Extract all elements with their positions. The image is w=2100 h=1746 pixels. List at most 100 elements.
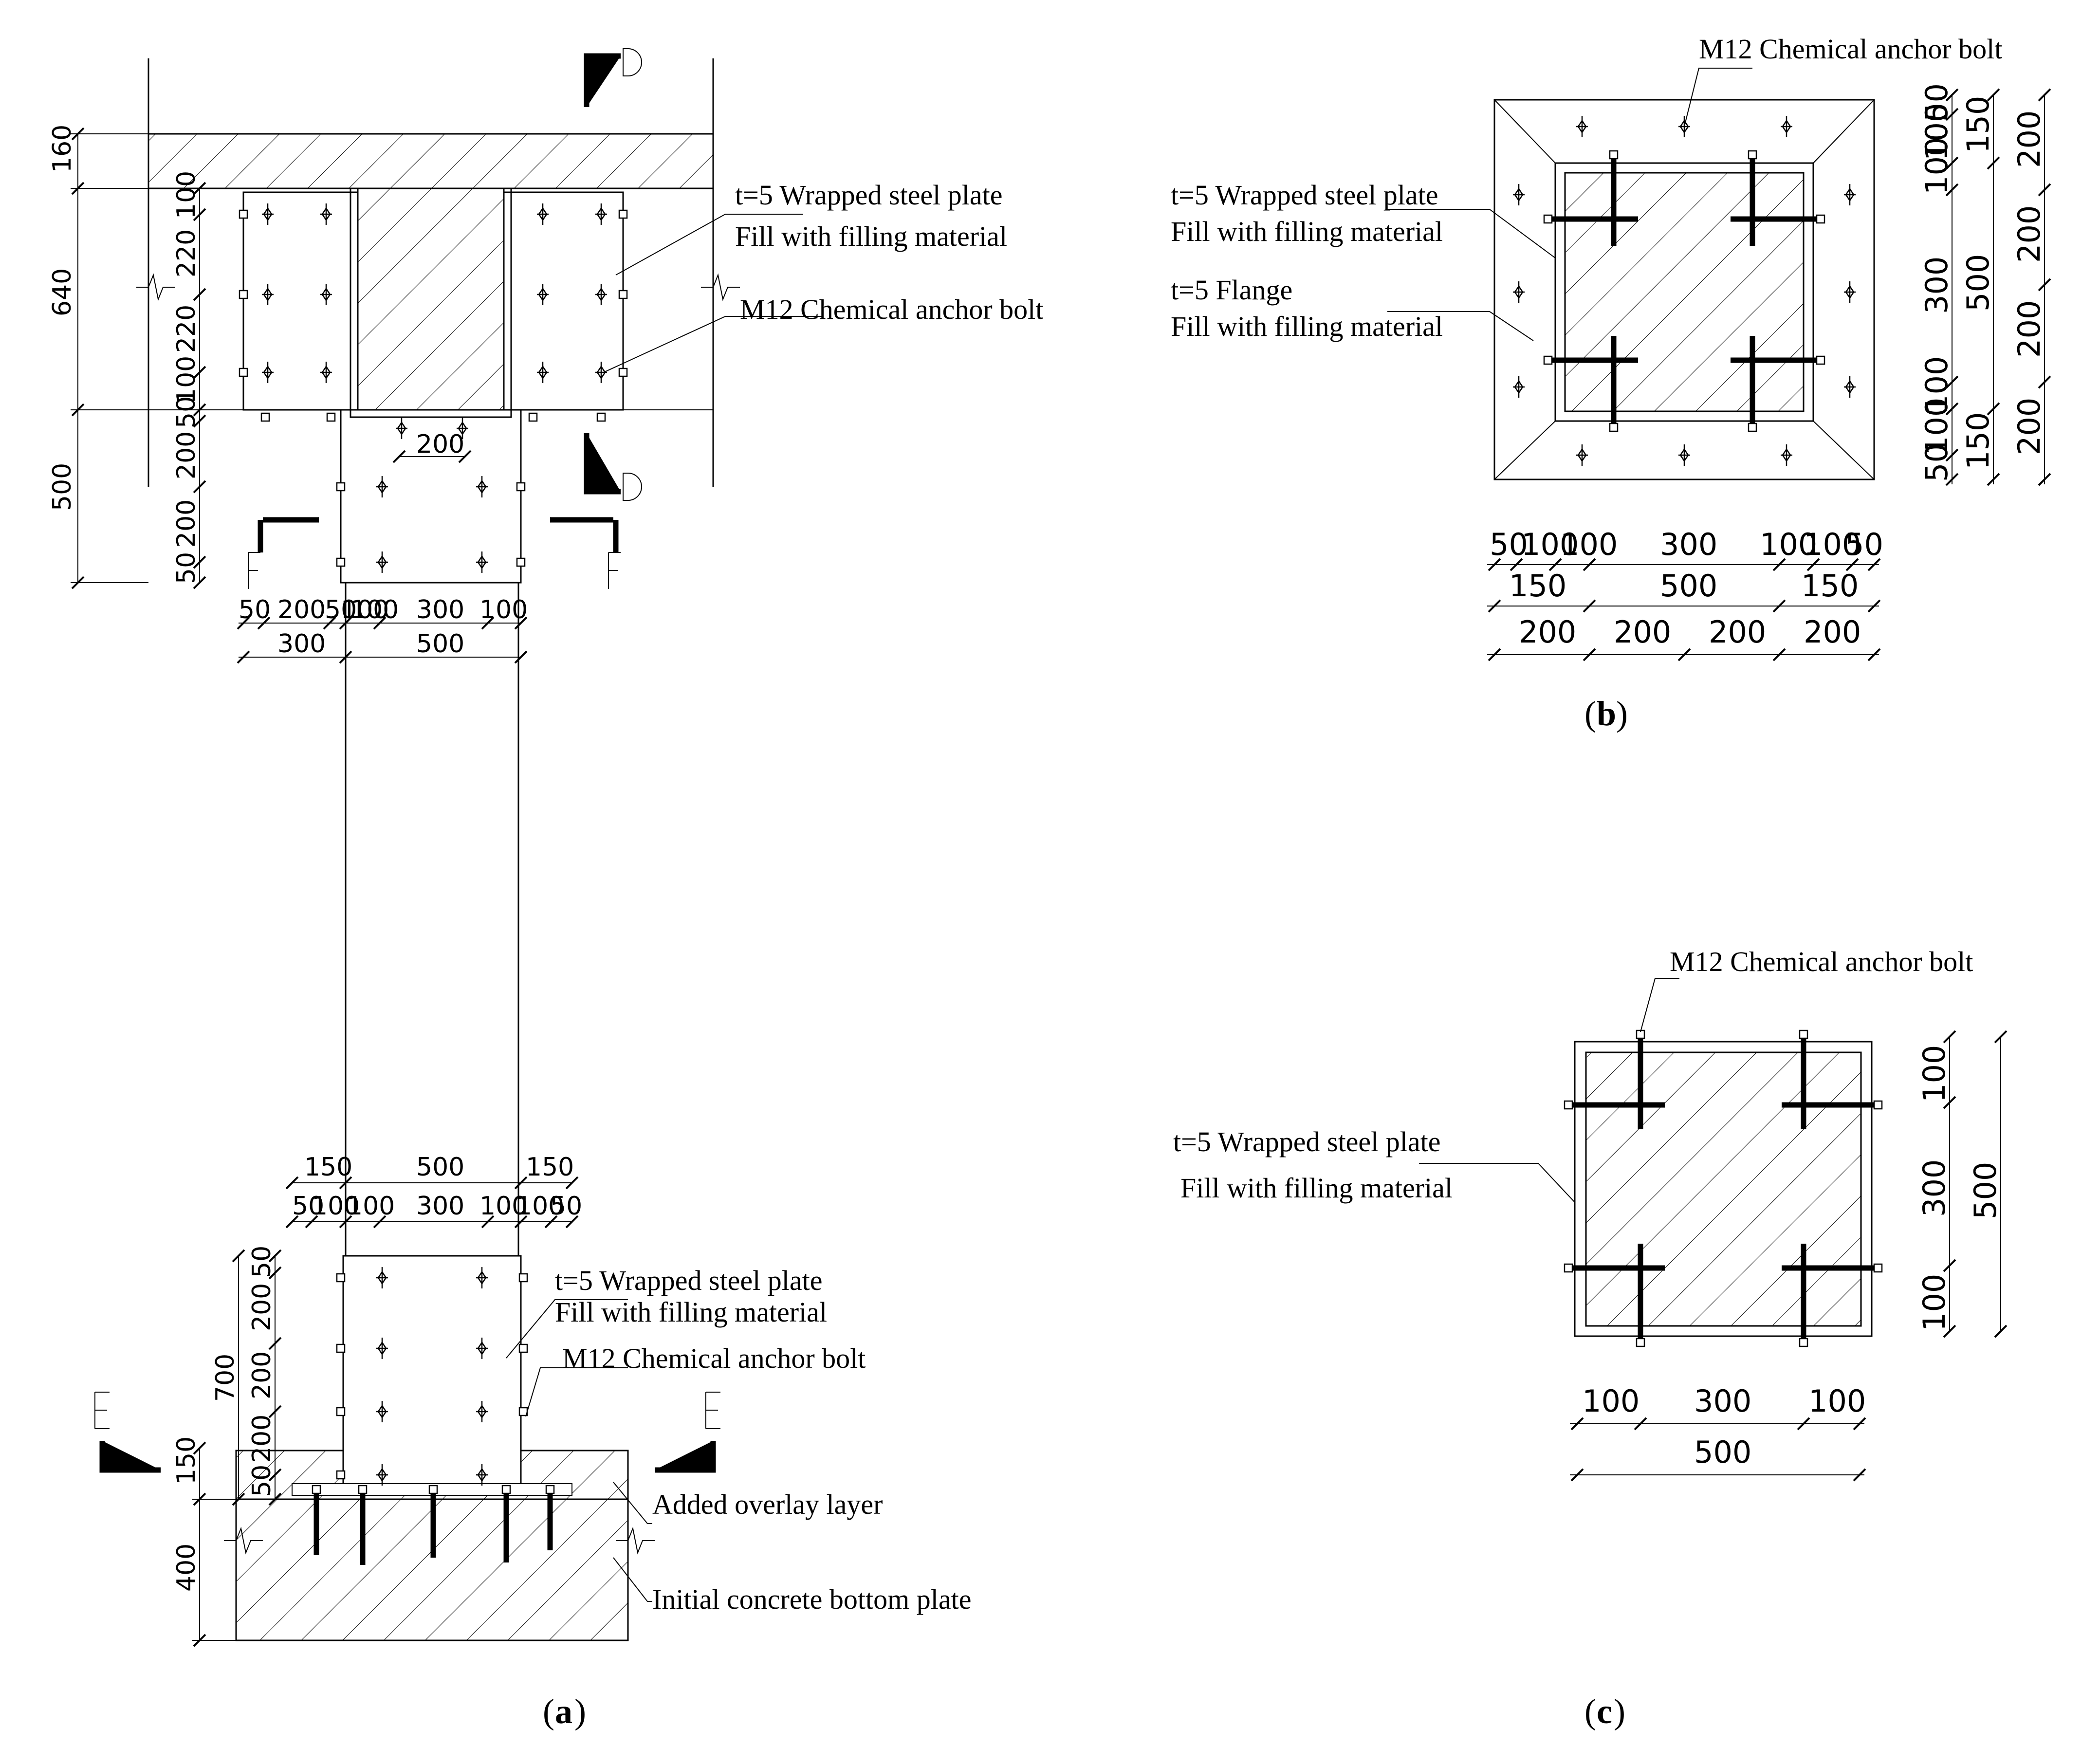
dim-a-200c: 200 [247,1283,276,1331]
dim-c-c2-500: 500 [1968,1162,2003,1219]
note-c-fill: Fill with filling material [1180,1172,1453,1204]
dim-a-200d: 200 [247,1351,276,1399]
note-overlay: Added overlay layer [652,1489,883,1520]
dim-a-b2-100b: 100 [347,1192,395,1221]
caption-b-open: ( [1584,694,1596,733]
dim-b-c1-100b: 100 [1919,137,1954,195]
dim-b-c1-50b: 50 [1919,443,1954,482]
note-base: Initial concrete bottom plate [652,1583,971,1615]
dim-b-r2-150b: 150 [1801,568,1859,604]
dim-b-c1-100a: 100 [1919,103,1954,161]
caption-a-close: ) [574,1692,586,1731]
dim-a-b2-50b: 50 [550,1192,582,1221]
dim-a-220b: 220 [172,305,201,353]
top-slab [147,133,714,189]
dim-a-b2-100d: 100 [516,1192,564,1221]
dim-b-c1-100c: 100 [1919,356,1954,414]
dim-b-c3-200c: 200 [2011,300,2047,358]
dim-b-r3-200a: 200 [1519,614,1576,650]
caption-b-letter: b [1597,694,1616,733]
note-bolt-bottom: M12 Chemical anchor bolt [562,1342,866,1374]
dim-a-b1-150b: 150 [526,1153,574,1182]
wrapped-plate-c [1574,1041,1873,1337]
dim-b-r1-300: 300 [1660,527,1717,562]
note-plate-bottom: t=5 Wrapped steel plate [555,1265,823,1296]
dim-a-400: 400 [172,1544,201,1592]
column-core-c [1585,1051,1862,1327]
dim-a-r1-100c: 100 [479,595,528,625]
dim-a-50c: 50 [247,1246,276,1278]
panel-c-drawing [1419,978,2008,1482]
dim-a-inner-200: 200 [416,430,464,459]
dim-a-r1-50b: 50 [325,595,357,625]
column-head-plate [340,409,522,584]
dim-a-r2-500: 500 [416,629,464,659]
dim-b-c2-150a: 150 [1960,96,1996,153]
dim-a-220a: 220 [172,229,201,277]
dim-b-c1-50a: 50 [1919,83,1954,122]
dim-a-b2-100c: 100 [479,1192,528,1221]
note-plate-top: t=5 Wrapped steel plate [735,179,1003,211]
dim-b-r2-150a: 150 [1509,568,1566,604]
dim-b-c1-100d: 100 [1919,398,1954,455]
dim-c-r1-100a: 100 [1582,1383,1639,1419]
note-c-bolt: M12 Chemical anchor bolt [1670,946,1973,977]
dim-b-r1-100a: 100 [1521,527,1579,562]
dim-b-r1-50b: 50 [1845,527,1883,562]
wrapped-plate-b [1554,162,1814,422]
dim-a-50a: 50 [172,396,201,428]
dim-a-r1-100a: 100 [341,595,389,625]
note-c-plate: t=5 Wrapped steel plate [1173,1126,1441,1158]
column-core-b [1564,172,1805,412]
note-b-plate: t=5 Wrapped steel plate [1171,179,1438,211]
dim-b-r1-100c: 100 [1760,527,1817,562]
note-fill-top: Fill with filling material [735,221,1007,252]
note-b-plate-fill: Fill with filling material [1171,216,1443,247]
dim-a-200a: 200 [172,431,201,479]
beam-steel-wrap [350,188,512,418]
dim-b-r3-200b: 200 [1614,614,1671,650]
left-side-plate [242,191,359,411]
dim-a-50d: 50 [247,1465,276,1497]
caption-c-letter: c [1597,1692,1612,1731]
note-fill-bottom: Fill with filling material [555,1296,827,1328]
dim-a-r2-300: 300 [277,629,326,659]
note-b-flange: t=5 Flange [1171,274,1292,306]
dim-c-c1-300: 300 [1916,1159,1952,1217]
flange-outline [1493,99,1875,480]
dim-c-r1-300: 300 [1694,1383,1751,1419]
dim-a-500: 500 [48,463,77,511]
caption-a-letter: a [555,1692,572,1731]
dim-a-b2-50a: 50 [292,1192,324,1221]
dim-c-c1-100b: 100 [1916,1274,1952,1331]
dim-a-b1-500: 500 [416,1153,464,1182]
dim-a-150: 150 [172,1436,201,1485]
dim-a-100b: 100 [172,356,201,404]
dim-a-b1-150a: 150 [304,1153,352,1182]
dim-a-200b: 200 [172,499,201,548]
dim-a-r1-200: 200 [277,595,326,625]
dim-b-r3-200d: 200 [1804,614,1861,650]
note-b-flange-fill: Fill with filling material [1171,311,1443,342]
note-bolt-top: M12 Chemical anchor bolt [740,294,1043,325]
dim-a-r1-100b: 100 [350,595,399,625]
dim-a-160: 160 [48,125,77,173]
dim-b-r1-100b: 100 [1560,527,1618,562]
caption-b-close: ) [1616,694,1628,733]
caption-c-close: ) [1614,1692,1625,1731]
dim-b-r3-200c: 200 [1709,614,1766,650]
dim-b-c3-200d: 200 [2011,398,2047,455]
dim-a-b2-300: 300 [416,1192,464,1221]
dim-b-c3-200b: 200 [2011,205,2047,263]
dim-c-r1-100b: 100 [1808,1383,1866,1419]
caption-c-open: ( [1584,1692,1596,1731]
dim-b-c1-300: 300 [1919,257,1954,314]
dim-b-c2-500: 500 [1960,254,1996,312]
beam [357,187,505,411]
dim-b-r1-50a: 50 [1490,527,1528,562]
dim-b-c2-150b: 150 [1960,412,1996,470]
dim-a-r1-300: 300 [416,595,464,625]
dim-a-200e: 200 [247,1415,276,1463]
dim-b-r1-100d: 100 [1804,527,1861,562]
right-side-plate [503,191,624,411]
